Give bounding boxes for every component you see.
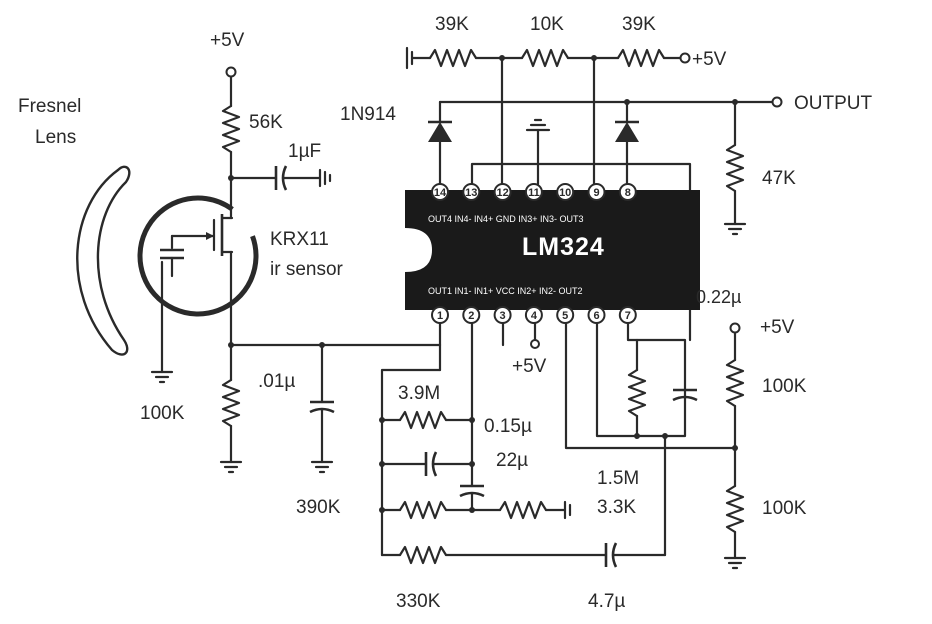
resistor-3-3k: [498, 500, 548, 520]
lens-label-2: Lens: [35, 127, 76, 148]
r100k-left-label: 100K: [140, 403, 185, 424]
pin-bottom-number-3: 3: [500, 310, 506, 322]
pin-top-number-11: 11: [528, 187, 540, 199]
pin-top-circle-14: [431, 183, 449, 201]
resistor-330k: [398, 545, 448, 565]
r39k-a-label: 39K: [435, 14, 469, 35]
pin-top-number-14: 14: [434, 187, 447, 199]
c015-label: 0.15µ: [484, 416, 532, 437]
pin-top-circle-9: [587, 183, 606, 201]
diode-label: 1N914: [340, 104, 396, 125]
resistor-56k: [221, 104, 241, 154]
vcc-right-label: +5V: [760, 317, 795, 338]
lens-label: Fresnel: [18, 96, 81, 117]
pin-bottom-number-2: 2: [468, 310, 474, 322]
r100k-r2-label: 100K: [762, 498, 807, 519]
c022-label: 0.22µ: [696, 287, 741, 307]
r390k-label: 390K: [296, 497, 341, 518]
fresnel-lens: [76, 165, 131, 356]
r39k-b-label: 39K: [622, 14, 656, 35]
resistor-39k-a: [428, 48, 478, 68]
diode-right: [615, 122, 639, 142]
pin-bottom-number-1: 1: [437, 310, 443, 322]
cap-01u-label: .01µ: [258, 371, 295, 392]
pin-top-number-13: 13: [465, 187, 477, 199]
resistor-390k: [398, 500, 448, 520]
c47-label: 4.7µ: [588, 591, 625, 612]
sensor-type: ir sensor: [270, 259, 344, 280]
resistor-10k: [520, 48, 570, 68]
diode-left: [428, 122, 452, 142]
r330k-label: 330K: [396, 591, 441, 612]
cap-1uf-label: 1µF: [288, 141, 321, 162]
pin-top-number-12: 12: [496, 187, 508, 199]
pin-bottom-number-5: 5: [562, 310, 568, 322]
pin-top-circle-13: [462, 183, 481, 201]
resistor-47k: [725, 143, 745, 193]
pin-top-number-9: 9: [593, 187, 599, 199]
pin-top-circle-8: [618, 183, 637, 201]
r15m-label: 1.5M: [597, 468, 639, 489]
c22-label: 22µ: [496, 450, 528, 471]
pin-bottom-number-4: 4: [531, 310, 538, 322]
vcc-top-label: +5V: [210, 30, 245, 51]
resistor-feedback-2: [627, 368, 647, 418]
pin-labels-top: OUT4 IN4- IN4+ GND IN3+ IN3- OUT3: [428, 214, 584, 224]
r100k-r1-label: 100K: [762, 376, 807, 397]
vcc-top-right-label: +5V: [692, 49, 727, 70]
pin-bottom-number-6: 6: [593, 310, 599, 322]
resistor-100k-right-1: [725, 358, 745, 408]
pin-labels-bottom: OUT1 IN1- IN1+ VCC IN2+ IN2- OUT2: [428, 286, 583, 296]
resistor-3-9m: [398, 410, 448, 430]
sensor-name: KRX11: [270, 229, 329, 250]
ir-sensor: [137, 195, 259, 317]
resistor-39k-b: [616, 48, 666, 68]
r47k-label: 47K: [762, 168, 796, 189]
vcc-mid-label: +5V: [512, 356, 547, 377]
pin-top-circle-12: [493, 183, 512, 201]
chip-label: LM324: [522, 233, 605, 261]
pin-top-circle-10: [556, 183, 575, 201]
pin-top-number-8: 8: [625, 187, 631, 199]
pin-top-circle-11: [524, 183, 543, 201]
resistor-100k-left: [221, 378, 241, 428]
lm324-chip: [405, 190, 700, 310]
resistor-100k-right-2: [725, 484, 745, 534]
output-label: OUTPUT: [794, 93, 873, 114]
pin-bottom-number-7: 7: [625, 310, 631, 322]
r10k-label: 10K: [530, 14, 564, 35]
r33k-label: 3.3K: [597, 497, 636, 518]
r39m-label: 3.9M: [398, 383, 440, 404]
pin-top-number-10: 10: [559, 187, 571, 199]
r56k-label: 56K: [249, 112, 283, 133]
pins-top: 14 13 12 11 10 9 8: [431, 183, 637, 201]
